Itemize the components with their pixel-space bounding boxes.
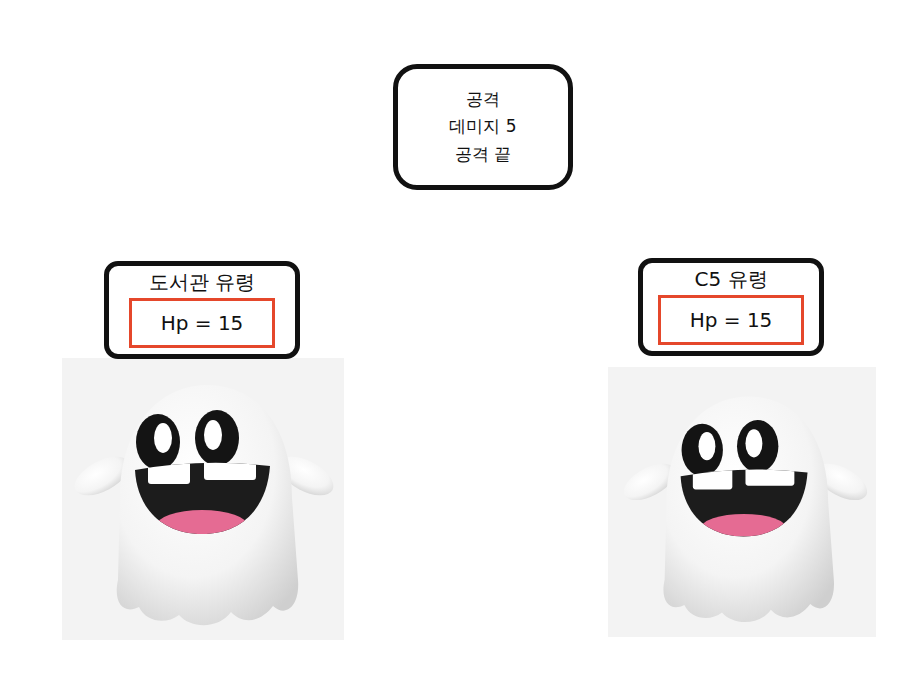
name-box: C5 유령 Hp = 15 xyxy=(638,258,824,356)
node-text: Hp = 15 xyxy=(161,311,244,336)
ghost-figure xyxy=(68,385,339,625)
node-text: 공격 끝 xyxy=(455,141,511,168)
node-text: 데미지 5 xyxy=(449,113,516,140)
name-box: 도서관 유령 Hp = 15 xyxy=(104,261,300,359)
ghost-figure xyxy=(618,396,873,622)
hp-highlight-box: Hp = 15 xyxy=(658,295,804,345)
command-box: 공격데미지 5공격 끝 xyxy=(393,64,573,190)
image-ground xyxy=(62,358,344,640)
node-text: 공격 xyxy=(466,86,500,113)
image-ground xyxy=(608,367,876,637)
node-text: C5 유령 xyxy=(694,267,767,292)
hp-highlight-box: Hp = 15 xyxy=(129,298,275,348)
node-text: 도서관 유령 xyxy=(149,270,255,295)
node-text: Hp = 15 xyxy=(690,308,773,333)
